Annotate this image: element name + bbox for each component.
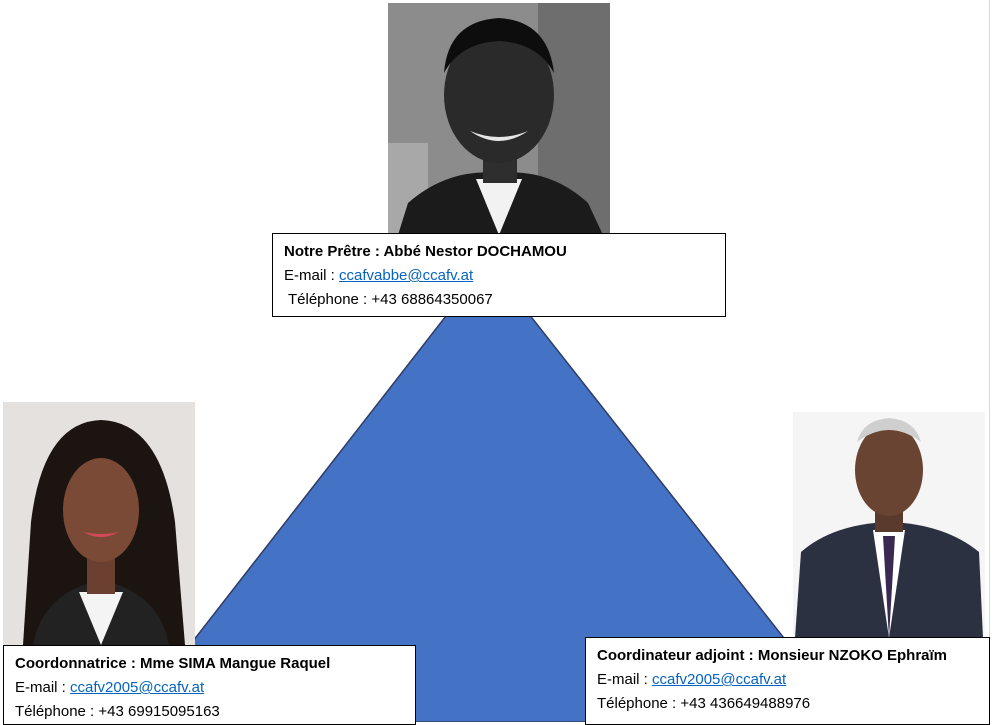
priest-photo (388, 3, 610, 235)
coordinatrice-photo (3, 402, 195, 645)
coordinatrice-info-box: Coordonnatrice : Mme SIMA Mangue Raquel … (3, 645, 416, 725)
priest-phone: Téléphone : +43 68864350067 (288, 291, 493, 308)
priest-email-label: E-mail : (284, 267, 340, 284)
priest-email-line: E-mail : ccafvabbe@ccafv.at (284, 264, 715, 288)
coordinateur-adjoint-phone: Téléphone : +43 436649488976 (597, 695, 811, 712)
coordinatrice-phone: Téléphone : +43 69915095163 (15, 703, 220, 720)
coordinateur-adjoint-email-link[interactable]: ccafv2005@ccafv.at (652, 671, 787, 688)
coordinatrice-title: Coordonnatrice : Mme SIMA Mangue Raquel (15, 655, 331, 672)
coordinateur-adjoint-email-line: E-mail : ccafv2005@ccafv.at (597, 668, 979, 692)
coordinatrice-email-label: E-mail : (15, 679, 71, 696)
page-edge-divider (989, 0, 990, 722)
coordinateur-adjoint-photo (793, 412, 985, 638)
priest-info-box: Notre Prêtre : Abbé Nestor DOCHAMOU E-ma… (272, 233, 726, 317)
coordinateur-adjoint-info-box: Coordinateur adjoint : Monsieur NZOKO Ep… (585, 637, 990, 725)
coordinateur-adjoint-title: Coordinateur adjoint : Monsieur NZOKO Ep… (597, 647, 948, 664)
priest-email-link[interactable]: ccafvabbe@ccafv.at (339, 267, 474, 284)
priest-title: Notre Prêtre : Abbé Nestor DOCHAMOU (284, 243, 567, 260)
coordinatrice-email-link[interactable]: ccafv2005@ccafv.at (70, 679, 205, 696)
coordinatrice-email-line: E-mail : ccafv2005@ccafv.at (15, 676, 405, 700)
coordinateur-adjoint-email-label: E-mail : (597, 671, 653, 688)
